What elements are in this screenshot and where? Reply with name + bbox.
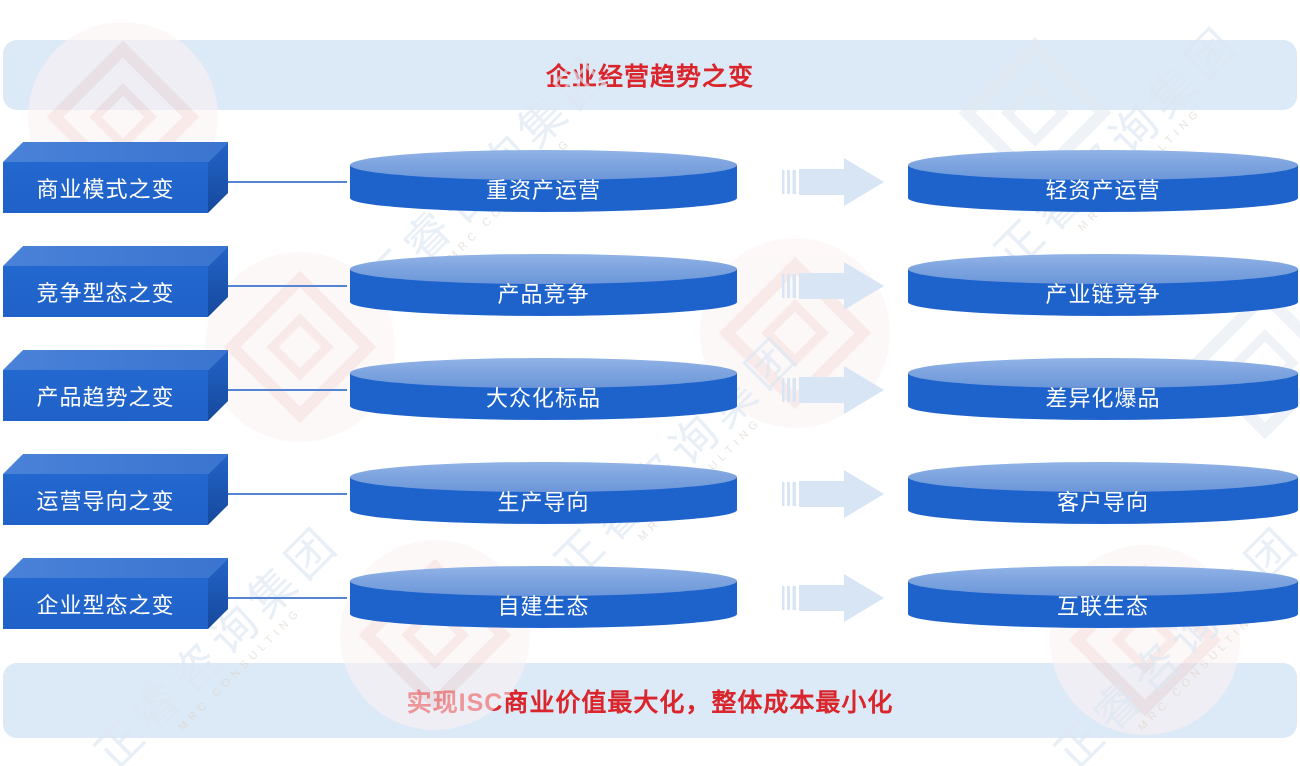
trend-row: 运营导向之变 生产导向 客户导向 <box>0 454 1300 525</box>
connector-line <box>228 493 347 495</box>
footer-title: 实现ISC商业价值最大化，整体成本最小化 <box>406 688 894 717</box>
trend-row: 竞争型态之变 产品竞争 产业链竞争 <box>0 246 1300 317</box>
box-top-face <box>3 246 228 266</box>
box-front-face: 企业型态之变 <box>3 578 208 629</box>
page-title: 企业经营趋势之变 <box>545 63 754 91</box>
state-from-cylinder: 大众化标品 <box>350 358 737 420</box>
state-to-label: 客户导向 <box>1056 489 1149 515</box>
state-from-label: 重资产运营 <box>485 177 601 203</box>
footer-banner: 实现ISC商业价值最大化，整体成本最小化 <box>3 663 1297 738</box>
right-arrow-icon <box>782 262 884 310</box>
cylinder-top <box>350 150 737 180</box>
connector-line <box>228 285 347 287</box>
state-from-cylinder: 生产导向 <box>350 462 737 524</box>
box-top-face <box>3 454 228 474</box>
state-to-cylinder: 产业链竞争 <box>908 254 1298 316</box>
right-arrow-icon <box>782 574 884 622</box>
state-from-label: 自建生态 <box>497 593 590 619</box>
box-front-face: 产品趋势之变 <box>3 370 208 421</box>
cylinder-top <box>908 462 1298 492</box>
cylinder-top <box>908 254 1298 284</box>
cylinder-top <box>350 462 737 492</box>
change-box: 竞争型态之变 <box>3 246 228 317</box>
cylinder-top <box>908 150 1298 180</box>
change-box-label: 商业模式之变 <box>36 176 175 202</box>
change-box-label: 竞争型态之变 <box>36 280 175 306</box>
box-side-face <box>208 454 228 525</box>
box-front-face: 竞争型态之变 <box>3 266 208 317</box>
box-top-face <box>3 350 228 370</box>
cylinder-top <box>350 358 737 388</box>
cylinder-top <box>908 358 1298 388</box>
right-arrow-icon <box>782 470 884 518</box>
state-from-label: 生产导向 <box>497 489 590 515</box>
cylinder-top <box>350 254 737 284</box>
change-box-label: 企业型态之变 <box>36 592 175 618</box>
box-front-face: 运营导向之变 <box>3 474 208 525</box>
change-box: 商业模式之变 <box>3 142 228 213</box>
state-from-cylinder: 自建生态 <box>350 566 737 628</box>
state-to-cylinder: 差异化爆品 <box>908 358 1298 420</box>
header-banner: 企业经营趋势之变 <box>3 40 1297 110</box>
state-from-label: 大众化标品 <box>485 385 601 411</box>
connector-line <box>228 597 347 599</box>
box-top-face <box>3 558 228 578</box>
state-to-label: 差异化爆品 <box>1045 385 1161 411</box>
connector-line <box>228 389 347 391</box>
change-box: 产品趋势之变 <box>3 350 228 421</box>
state-from-cylinder: 产品竞争 <box>350 254 737 316</box>
state-to-cylinder: 客户导向 <box>908 462 1298 524</box>
state-to-cylinder: 轻资产运营 <box>908 150 1298 212</box>
box-front-face: 商业模式之变 <box>3 162 208 213</box>
right-arrow-icon <box>782 158 884 206</box>
trend-row: 企业型态之变 自建生态 互联生态 <box>0 558 1300 629</box>
state-to-cylinder: 互联生态 <box>908 566 1298 628</box>
right-arrow-icon <box>782 366 884 414</box>
change-box: 企业型态之变 <box>3 558 228 629</box>
box-side-face <box>208 558 228 629</box>
state-to-label: 互联生态 <box>1056 593 1149 619</box>
change-box: 运营导向之变 <box>3 454 228 525</box>
change-box-label: 产品趋势之变 <box>36 384 175 410</box>
state-from-cylinder: 重资产运营 <box>350 150 737 212</box>
state-to-label: 轻资产运营 <box>1045 177 1161 203</box>
connector-line <box>228 181 347 183</box>
trend-row: 商业模式之变 重资产运营 轻资产运营 <box>0 142 1300 213</box>
trend-row: 产品趋势之变 大众化标品 差异化爆品 <box>0 350 1300 421</box>
state-from-label: 产品竞争 <box>497 281 590 307</box>
change-box-label: 运营导向之变 <box>36 488 175 514</box>
state-to-label: 产业链竞争 <box>1045 281 1161 307</box>
